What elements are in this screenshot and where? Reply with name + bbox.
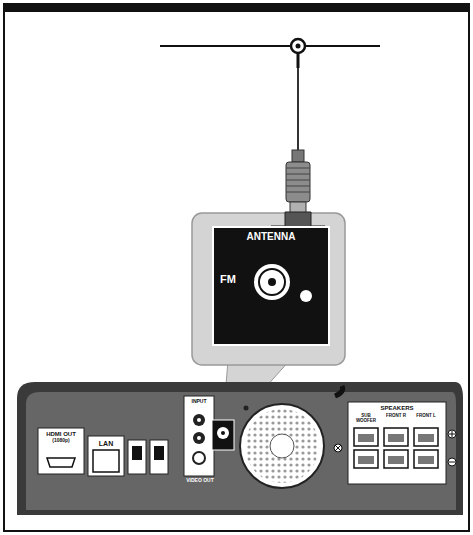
- antenna-panel: ANTENNA FM: [212, 226, 330, 346]
- terminal-label: FRONT R: [382, 414, 410, 419]
- port-label: INPUT: [185, 399, 213, 404]
- port-label: (1080p): [40, 438, 82, 443]
- terminal-label: FRONT L: [412, 414, 440, 419]
- port-label: LAN: [88, 440, 124, 447]
- fm-jack: [214, 228, 332, 348]
- terminal-heading: SPEAKERS: [350, 405, 444, 411]
- panel-heading: ANTENNA: [214, 232, 328, 243]
- terminal-label: SUB WOOFER: [352, 414, 380, 423]
- port-label: HDMI OUT: [40, 431, 82, 437]
- jack-label: FM: [220, 274, 236, 286]
- port-label: VIDEO OUT: [180, 478, 220, 483]
